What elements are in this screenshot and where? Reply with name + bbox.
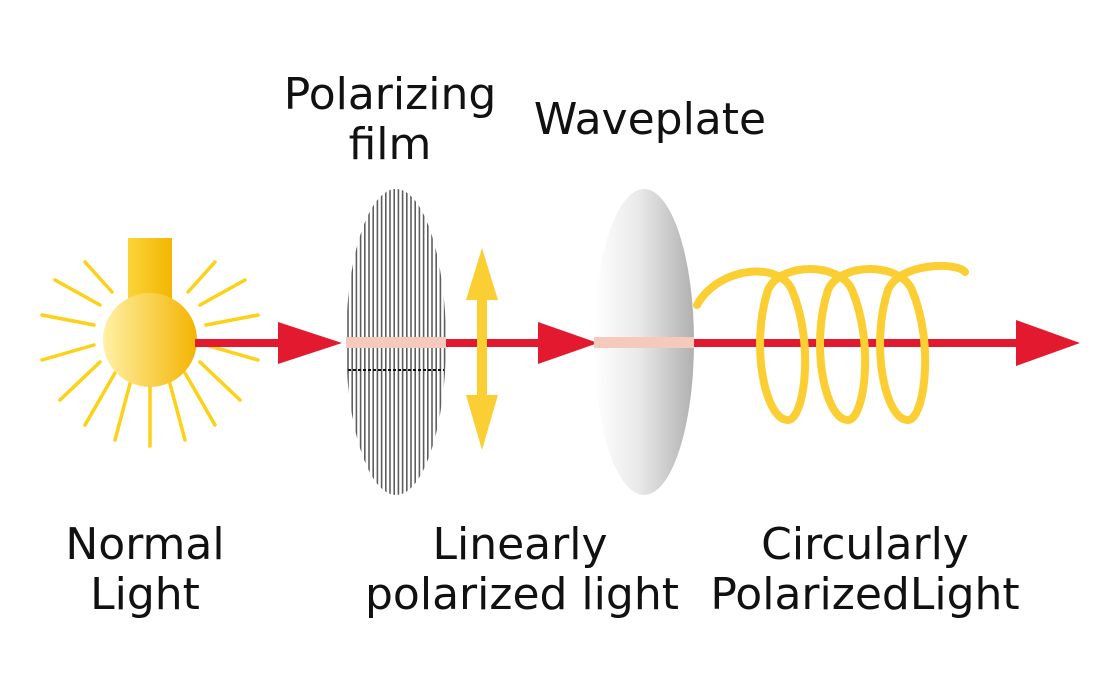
bulb-globe [103, 293, 197, 387]
linearly-polarized-beam [446, 322, 598, 364]
polarizing-film-label-line1: Polarizing [278, 70, 502, 120]
linearly-polarized-label-line1: Linearly [365, 520, 675, 570]
normal-light-beam [195, 322, 342, 364]
normal-light-label-line2: Light [40, 570, 250, 620]
polarizing-film-label: Polarizing film [278, 70, 502, 170]
circularly-polarized-label: Circularly PolarizedLight [705, 520, 1025, 620]
circularly-polarized-beam [694, 320, 1080, 366]
waveplate-label-text: Waveplate [530, 95, 770, 145]
linearly-polarized-label: Linearly polarized light [365, 520, 675, 620]
normal-light-label-line1: Normal [40, 520, 250, 570]
double-arrow-icon [466, 248, 498, 450]
normal-light-label: Normal Light [40, 520, 250, 620]
circularly-polarized-label-line1: Circularly [705, 520, 1025, 570]
waveplate [594, 189, 694, 495]
waveplate-label: Waveplate [530, 95, 770, 145]
linearly-polarized-label-line2: polarized light [365, 570, 675, 620]
circularly-polarized-label-line2: PolarizedLight [705, 570, 1025, 620]
polarizing-film-label-line2: film [278, 120, 502, 170]
polarizing-film [340, 185, 450, 500]
